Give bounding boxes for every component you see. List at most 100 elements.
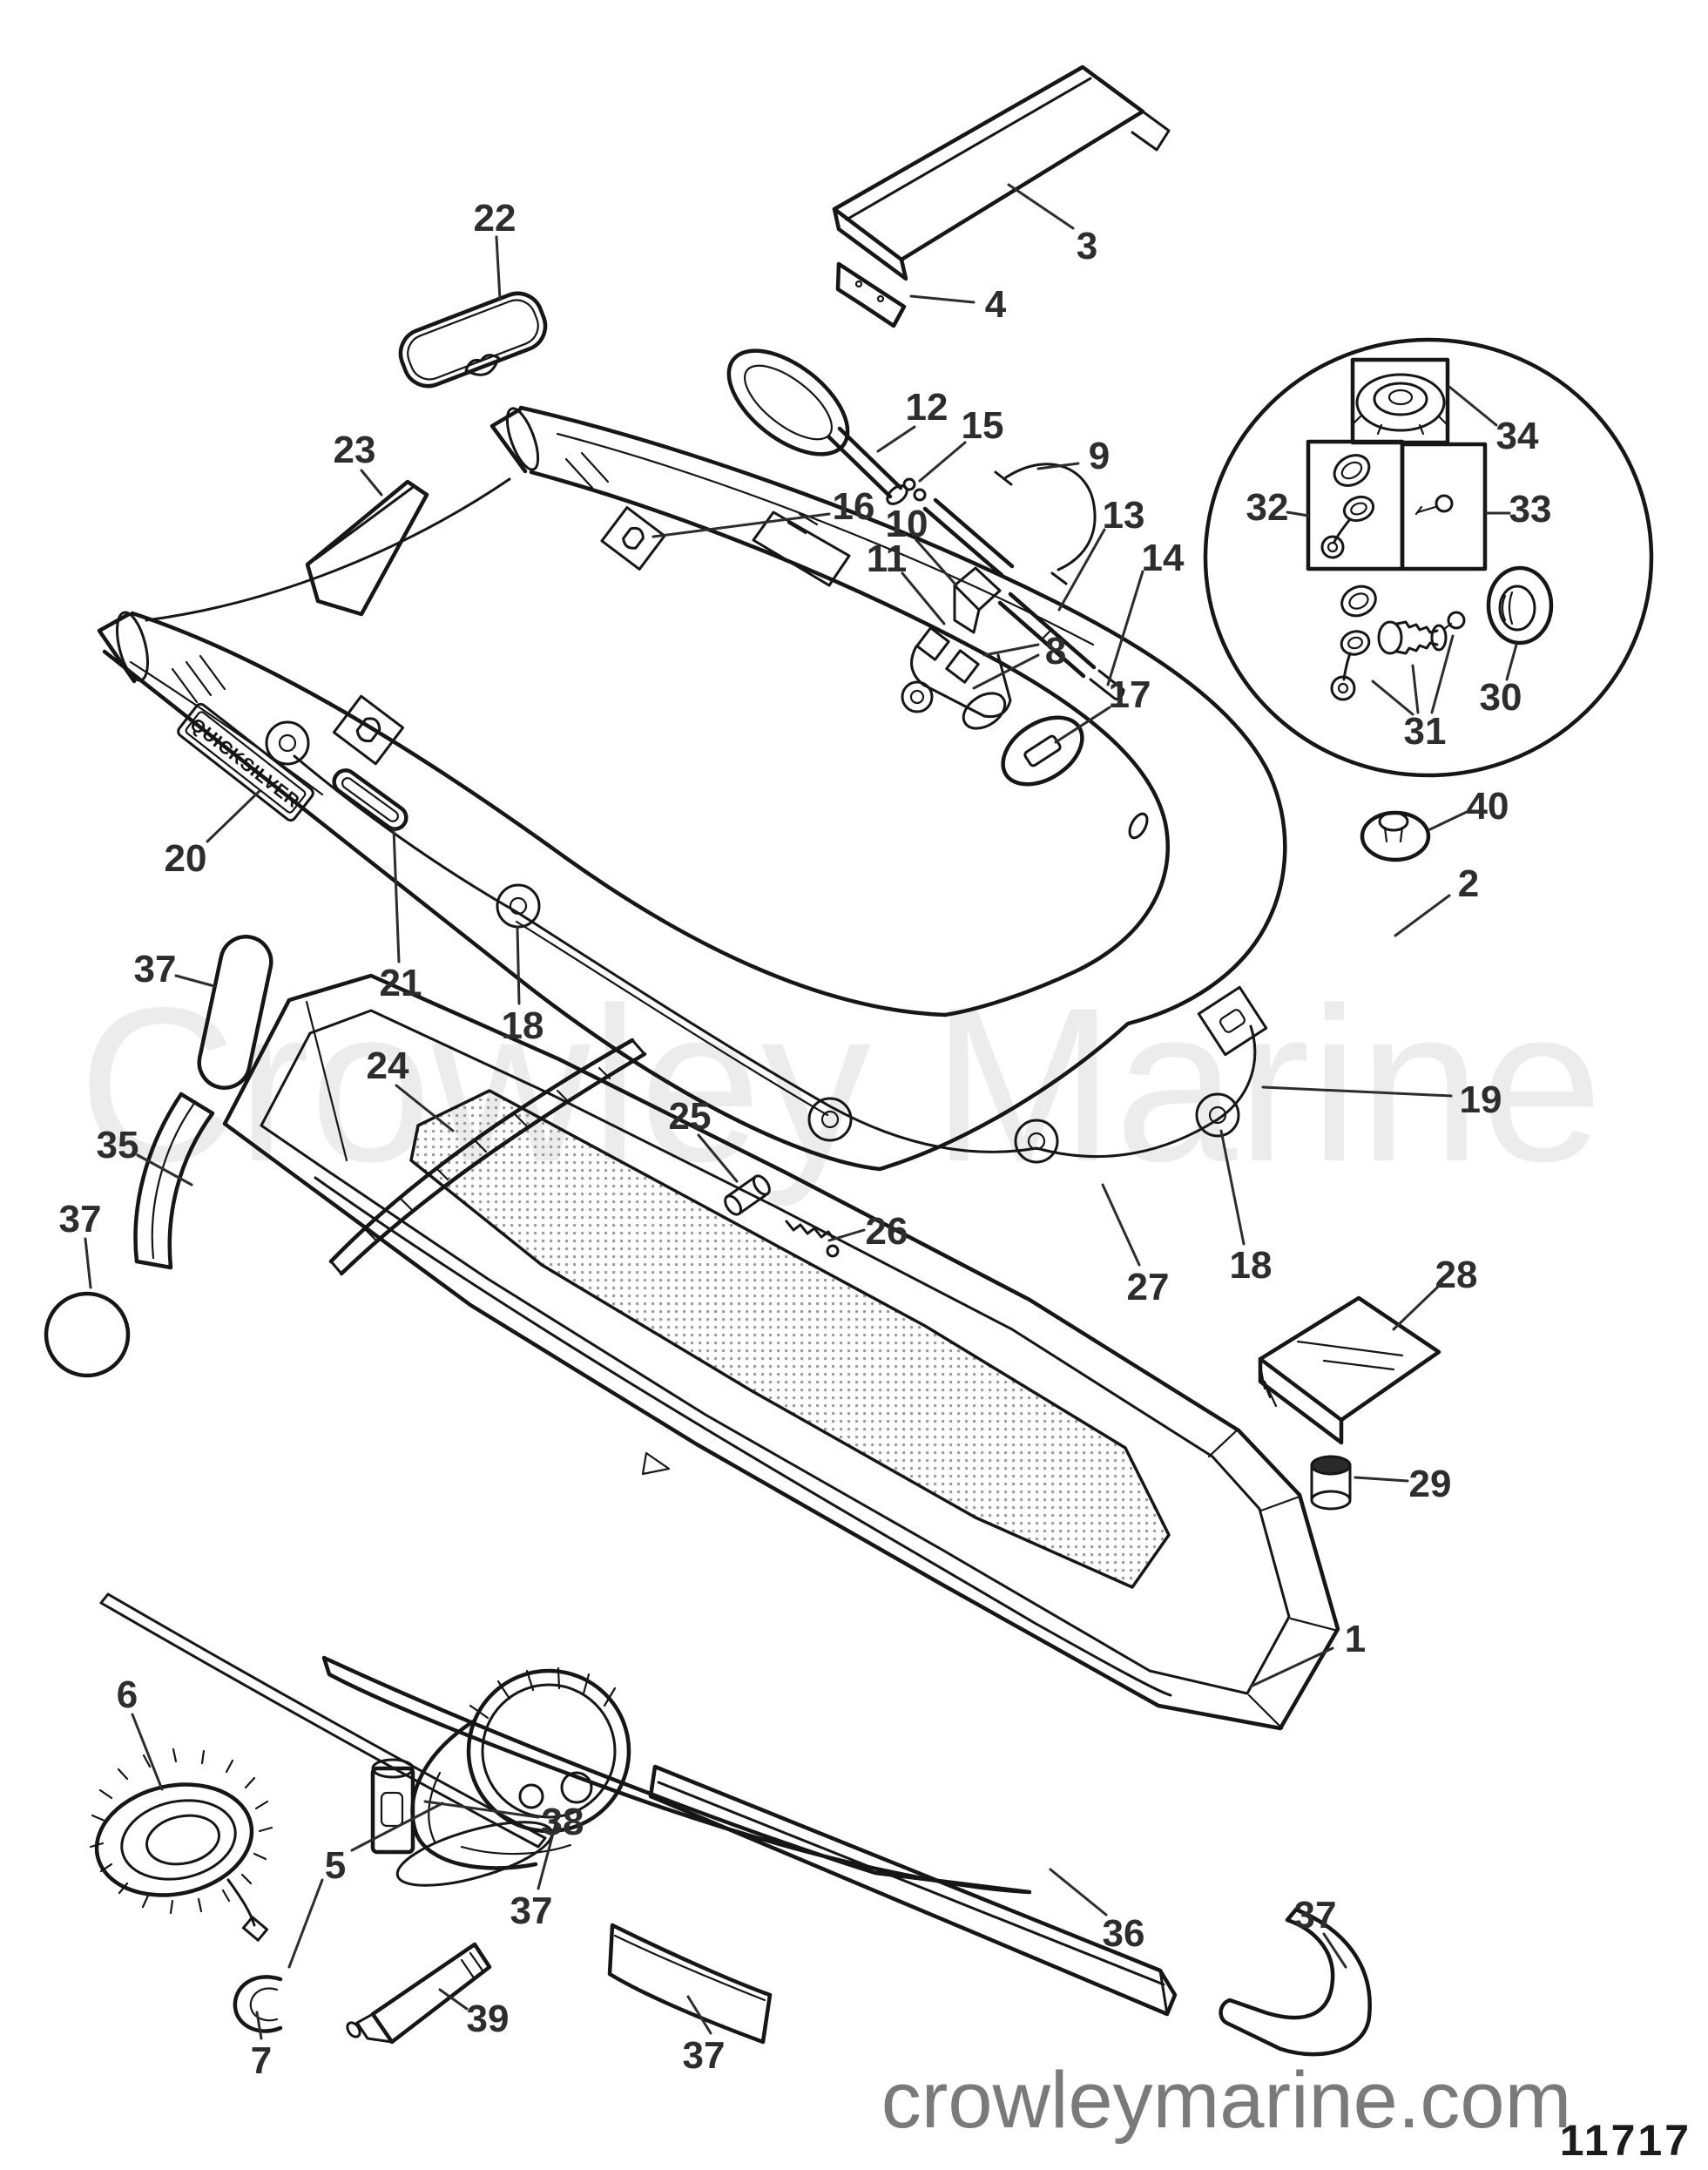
part-strip-pad (197, 935, 273, 1090)
callout-14-leader (1106, 570, 1144, 686)
callout-9-leader (1036, 462, 1080, 470)
callout-34-leader (1448, 385, 1498, 427)
eyelet (901, 680, 1149, 840)
callout-37-leader (174, 974, 216, 988)
callout-5-leader (287, 1878, 324, 1969)
callout-16-leader (651, 512, 831, 538)
part-oarlock-patch (962, 692, 1084, 787)
footer-site-text: crowleymarine.com (881, 2056, 1571, 2145)
callout-1-leader (1249, 1646, 1334, 1688)
valve-cap (1352, 373, 1448, 436)
callout-17-leader (1054, 706, 1111, 744)
callout-17-label: 17 (1109, 673, 1151, 716)
part-seat-board (832, 64, 1171, 281)
callout-14-label: 14 (1142, 537, 1185, 579)
callout-15-leader (918, 441, 967, 483)
callout-18-label: 18 (1230, 1244, 1273, 1287)
callout-20-leader (206, 789, 261, 843)
callout-18-label: 18 (502, 1004, 544, 1047)
callout-24-leader (395, 1084, 455, 1132)
callout-37-leader (686, 1995, 712, 2035)
valve-gasket-32 (1320, 454, 1375, 559)
callout-12-leader (876, 425, 916, 453)
callout-38-leader (423, 1800, 540, 1819)
part-curved-pad (133, 1092, 215, 1270)
callout-31-leader (1411, 664, 1420, 714)
callout-21-label: 21 (380, 962, 422, 1004)
callout-39-leader (438, 1988, 469, 2011)
callout-30-label: 30 (1480, 676, 1522, 719)
callout-19-label: 19 (1460, 1078, 1502, 1121)
part-side-board (648, 1764, 1178, 2017)
part-roller (1310, 1455, 1352, 1511)
oar-mount (910, 626, 1012, 719)
valve-gasket-31 (1330, 585, 1377, 701)
part-canister (370, 1758, 415, 1855)
part-valve-patch (1360, 810, 1431, 862)
callout-39-label: 39 (467, 1998, 510, 2040)
part-glue-tube (346, 1942, 492, 2045)
callout-38-label: 38 (542, 1801, 584, 1843)
callout-34-label: 34 (1496, 415, 1539, 457)
callout-37-leader (1322, 1932, 1347, 1969)
rope-rosette-rings (265, 720, 1240, 1164)
callout-40-label: 40 (1467, 785, 1509, 828)
callout-8-label: 8 (1045, 630, 1066, 673)
part-round-pad (44, 1291, 131, 1378)
callout-23-label: 23 (334, 429, 376, 471)
callout-2-leader (1394, 894, 1451, 937)
callout-28-label: 28 (1435, 1254, 1478, 1296)
callout-37-label: 37 (683, 2034, 726, 2077)
callout-11-label: 11 (867, 537, 908, 580)
callout-40-leader (1428, 810, 1468, 831)
callout-2-label: 2 (1458, 862, 1479, 905)
callout-30-leader (1505, 643, 1518, 681)
part-blade-batten (321, 1655, 1032, 1895)
part-valve-screw (785, 1220, 840, 1258)
part-foot-pump (395, 1666, 631, 1887)
callout-23-leader (360, 469, 383, 497)
callout-27-label: 27 (1127, 1266, 1170, 1308)
callout-32-label: 32 (1246, 486, 1289, 529)
part-thin-batten (99, 1592, 547, 1849)
callout-37-label: 37 (59, 1198, 102, 1240)
callout-1-label: 1 (1345, 1618, 1366, 1660)
callout-31-leader (1430, 634, 1455, 714)
callout-20-label: 20 (165, 837, 207, 880)
callout-3-leader (1007, 183, 1075, 230)
valve-insert-31 (1377, 620, 1448, 655)
callout-5-label: 5 (325, 1844, 346, 1887)
callout-4-leader (909, 294, 976, 304)
part-elbow-pad (1219, 1907, 1372, 2057)
callout-15-label: 15 (962, 404, 1004, 447)
valve-pin-31 (1442, 611, 1466, 631)
callout-8-leader (982, 643, 1040, 657)
part-bow-plate (398, 291, 548, 389)
callout-35-label: 35 (97, 1124, 139, 1166)
callout-21-leader (392, 828, 401, 963)
callout-13-leader (1057, 528, 1106, 612)
callout-26-label: 26 (866, 1210, 908, 1253)
callout-25-label: 25 (669, 1095, 712, 1138)
part-transom-plate (305, 479, 429, 617)
callout-37-label: 37 (134, 948, 177, 990)
callout-33-label: 33 (1509, 488, 1552, 531)
valve-pin-33 (1414, 494, 1454, 516)
callout-24-label: 24 (367, 1044, 409, 1087)
callout-18-leader (516, 925, 521, 1005)
callout-13-label: 13 (1103, 494, 1145, 537)
callout-31-label: 31 (1404, 710, 1447, 753)
callout-3-label: 3 (1077, 225, 1097, 267)
callout-16-label: 16 (833, 485, 875, 528)
callout-22-leader (495, 235, 502, 301)
callout-36-leader (1049, 1868, 1108, 1916)
callout-9-label: 9 (1089, 435, 1110, 477)
callout-8-leader (972, 653, 1040, 690)
part-small-board (607, 1923, 773, 2045)
callout-27-leader (1101, 1183, 1141, 1267)
part-transom-patch (1197, 985, 1268, 1057)
callout-6-leader (131, 1713, 164, 1791)
